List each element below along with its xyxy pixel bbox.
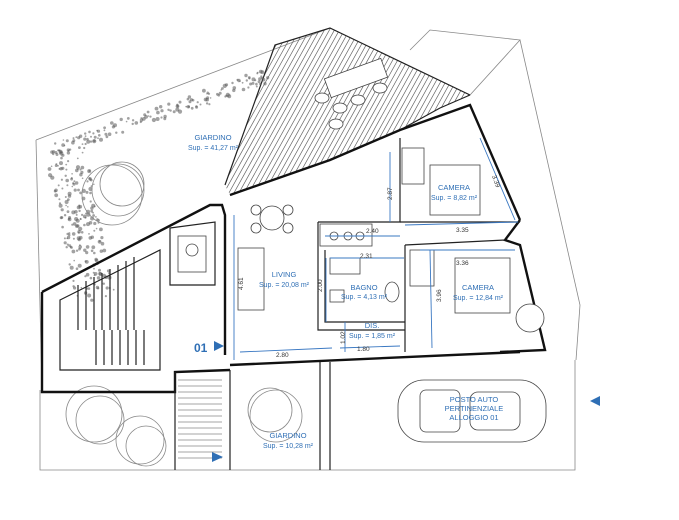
garden-trees xyxy=(65,161,303,467)
posto-auto-line1: POSTO AUTO xyxy=(450,395,499,404)
giardino-south-name: GIARDINO xyxy=(269,431,306,440)
camera-1-area: Sup. = 8,82 m² xyxy=(431,195,478,202)
building-walls xyxy=(40,103,547,470)
entry-marker: 01 xyxy=(194,341,224,355)
bagno-name: BAGNO xyxy=(350,283,377,292)
giardino-south-area: Sup. = 10,28 m² xyxy=(263,443,314,450)
bed-1 xyxy=(429,164,481,216)
bathtub xyxy=(329,257,361,275)
living-name: LIVING xyxy=(272,270,297,279)
giardino-north-area: Sup. = 41,27 m² xyxy=(188,145,239,152)
dim-287: 2.87 xyxy=(387,187,394,200)
outdoor-table xyxy=(323,57,389,99)
garden-shrubs xyxy=(47,69,270,302)
dim-335: 3.35 xyxy=(456,227,469,234)
dim-102: 1.02 xyxy=(340,331,347,344)
sofa xyxy=(237,247,265,311)
dim-396: 3.96 xyxy=(436,289,443,302)
dim-240: 2.40 xyxy=(366,228,379,235)
dimension-labels: 3.39 2.87 2.40 3.35 2.31 3.36 4.61 2.00 … xyxy=(238,174,501,359)
car xyxy=(397,379,547,443)
bed-2 xyxy=(454,257,511,314)
furniture xyxy=(177,57,547,443)
dimension-lines xyxy=(233,137,519,360)
posto-auto-line3: ALLOGGIO 01 xyxy=(449,413,498,422)
garden-access-arrow-icon xyxy=(212,452,223,462)
posto-auto-line2: PERTINENZIALE xyxy=(445,404,504,413)
dim-231: 2.31 xyxy=(360,253,373,260)
dim-180: 1.80 xyxy=(357,346,370,353)
dim-339: 3.39 xyxy=(490,174,501,189)
camera-2-name: CAMERA xyxy=(462,283,494,292)
parking-access-arrow-icon xyxy=(590,396,600,406)
dim-200: 2.00 xyxy=(317,279,324,292)
giardino-north-name: GIARDINO xyxy=(194,133,231,142)
living-area: Sup. = 20,08 m² xyxy=(259,282,310,289)
room-labels: GIARDINO Sup. = 41,27 m² CAMERA Sup. = 8… xyxy=(188,133,504,450)
entry-arrow-icon xyxy=(214,341,224,351)
dim-336: 3.36 xyxy=(456,260,469,267)
entry-label: 01 xyxy=(194,341,208,355)
dis-name: DIS. xyxy=(365,321,380,330)
dis-area: Sup. = 1,85 m² xyxy=(349,333,396,340)
toilet xyxy=(384,281,400,303)
dim-280: 2.80 xyxy=(276,352,289,359)
lot-boundary xyxy=(35,27,581,471)
bagno-area: Sup. = 4,13 m² xyxy=(341,294,388,301)
dim-461: 4.61 xyxy=(238,277,245,290)
stairs xyxy=(77,257,145,365)
garden-steps xyxy=(178,379,222,459)
camera-2-area: Sup. = 12,84 m² xyxy=(453,295,504,302)
dining-table xyxy=(259,205,285,231)
wardrobe-1 xyxy=(401,147,425,185)
camera-1-name: CAMERA xyxy=(438,183,470,192)
